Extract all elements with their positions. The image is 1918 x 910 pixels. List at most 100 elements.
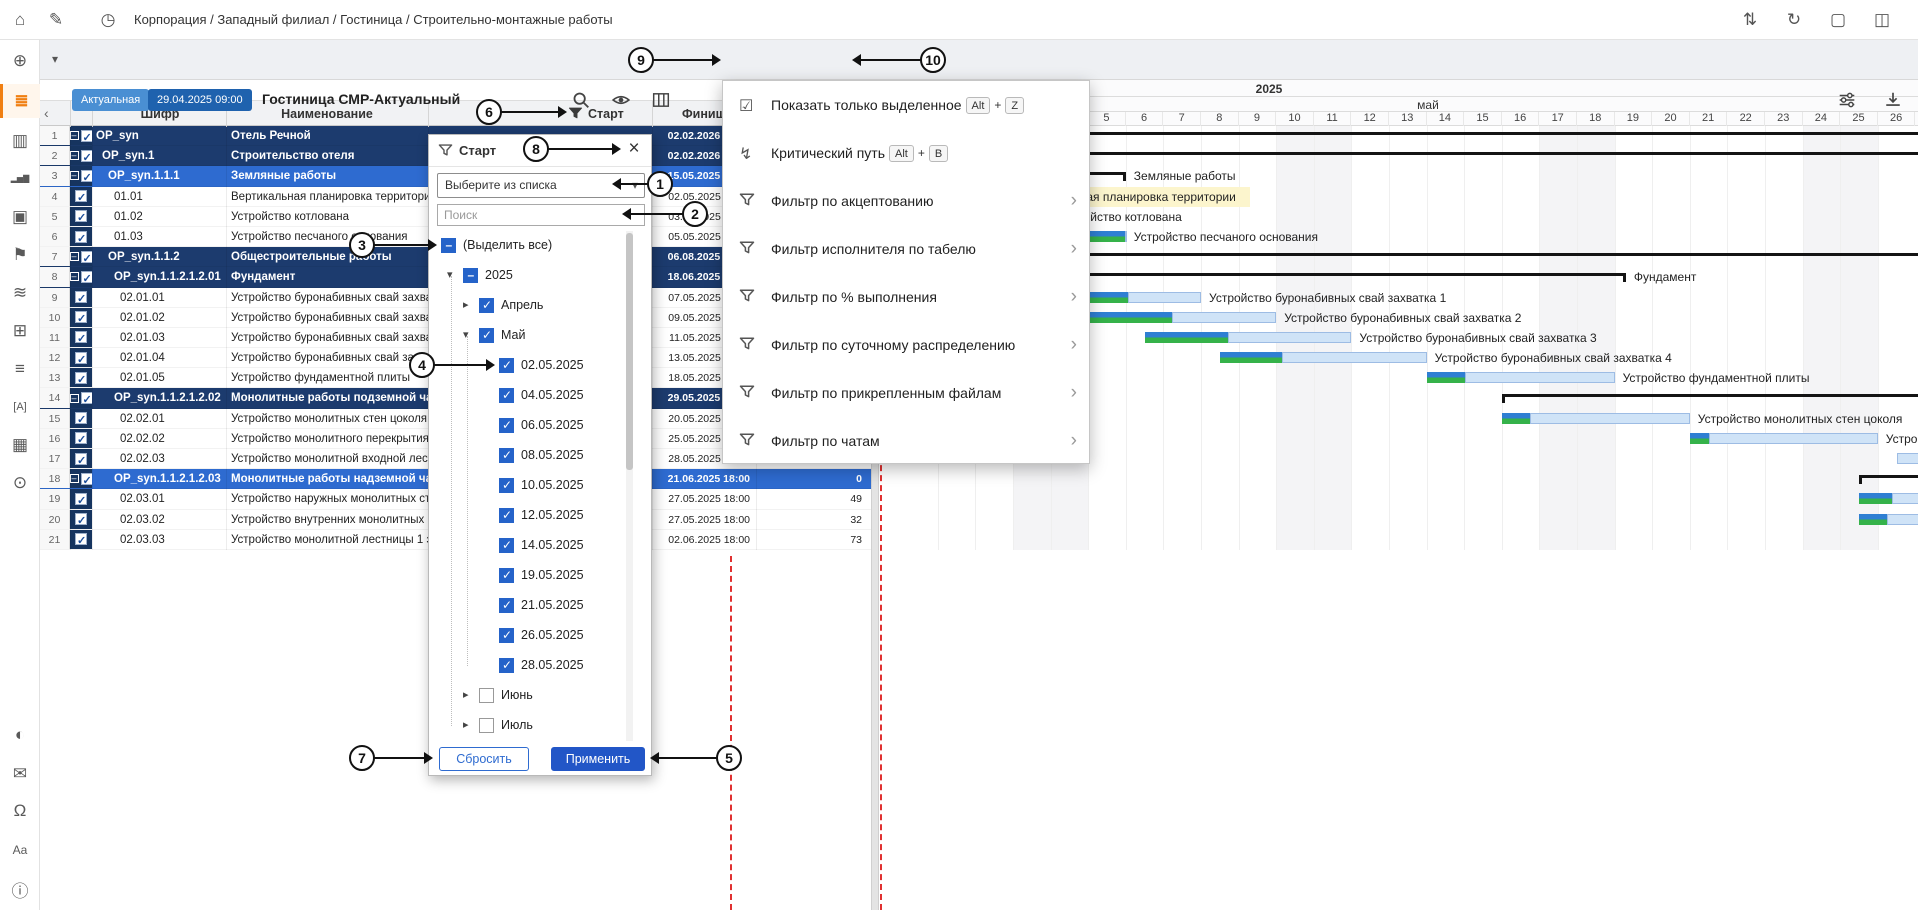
task-bar[interactable] [1220, 352, 1427, 363]
collapse-toggle-icon[interactable]: – [70, 252, 79, 261]
collapse-toggle-icon[interactable]: – [70, 394, 79, 403]
tree-checkbox[interactable] [479, 328, 494, 343]
collapse-toggle-icon[interactable]: – [70, 272, 79, 281]
tree-item[interactable]: 28.05.2025 [437, 651, 645, 681]
menu-item[interactable]: Фильтр исполнителя по табелю› [723, 225, 1089, 273]
board-icon[interactable]: ▥ [0, 124, 40, 158]
tree-item[interactable]: 06.05.2025 [437, 411, 645, 441]
row-checkbox[interactable] [75, 453, 87, 465]
tree-item[interactable]: 26.05.2025 [437, 621, 645, 651]
task-bar[interactable] [1145, 332, 1352, 343]
columns-icon[interactable] [652, 91, 670, 109]
row-checkbox[interactable] [75, 311, 87, 323]
row-checkbox[interactable] [81, 150, 93, 162]
close-icon[interactable]: × [623, 138, 645, 160]
home-icon[interactable]: ⌂ [10, 10, 30, 30]
globe-icon[interactable]: ⊕ [0, 44, 40, 78]
row-checkbox[interactable] [81, 251, 93, 263]
row-checkbox[interactable] [81, 392, 93, 404]
tree-item[interactable]: ▸Июнь [437, 681, 645, 711]
summary-bar[interactable] [1502, 394, 1918, 397]
comments-icon[interactable]: ✉ [0, 757, 40, 791]
eye-icon[interactable] [612, 91, 630, 109]
tree-item[interactable]: 10.05.2025 [437, 471, 645, 501]
chevron-down-icon[interactable]: ▾ [52, 52, 58, 66]
task-bar[interactable] [1859, 493, 1918, 504]
collapse-arrow-icon[interactable]: ▸ [463, 688, 469, 701]
breadcrumb[interactable]: Корпорация / Западный филиал / Гостиница… [134, 12, 613, 27]
tree-checkbox[interactable] [499, 568, 514, 583]
history-icon[interactable]: ◷ [98, 10, 118, 30]
refresh-icon[interactable]: ↻ [1784, 10, 1804, 30]
swap-vertical-icon[interactable]: ⇅ [1740, 10, 1760, 30]
row-checkbox[interactable] [81, 473, 93, 485]
tree-item[interactable]: 08.05.2025 [437, 441, 645, 471]
window-icon[interactable]: ▢ [1828, 10, 1848, 30]
sliders-icon[interactable] [1838, 91, 1856, 109]
task-bar[interactable] [1690, 433, 1878, 444]
summary-bar[interactable] [994, 253, 1918, 256]
tree-checkbox[interactable] [499, 628, 514, 643]
calendar-icon[interactable]: ▦ [0, 428, 40, 462]
task-bar[interactable] [1502, 413, 1690, 424]
collapse-toggle-icon[interactable]: – [70, 474, 79, 483]
tree-item[interactable]: ▸Июль [437, 711, 645, 741]
gantt-view-icon[interactable]: ≣ [0, 84, 40, 118]
menu-item[interactable]: ☑Показать только выделенноеAlt+Z [723, 81, 1089, 129]
task-bar[interactable] [1859, 514, 1918, 525]
row-checkbox[interactable] [81, 271, 93, 283]
summary-bar[interactable] [1859, 475, 1918, 478]
attributes-icon[interactable]: [A] [0, 390, 40, 424]
menu-item[interactable]: Фильтр по чатам› [723, 417, 1089, 465]
reports-icon[interactable]: ▣ [0, 200, 40, 234]
collapse-toggle-icon[interactable]: – [70, 171, 79, 180]
tree-checkbox[interactable] [479, 298, 494, 313]
tree-item[interactable]: 04.05.2025 [437, 381, 645, 411]
tree-checkbox[interactable] [499, 598, 514, 613]
tree-checkbox[interactable] [499, 388, 514, 403]
menu-item[interactable]: Фильтр по акцептованию› [723, 177, 1089, 225]
row-checkbox[interactable] [75, 352, 87, 364]
row-checkbox[interactable] [81, 170, 93, 182]
chart-icon[interactable]: ▂▅▇ [0, 162, 40, 196]
tree-item[interactable]: ▸Апрель [437, 291, 645, 321]
tree-checkbox[interactable] [499, 358, 514, 373]
expand-arrow-icon[interactable]: ▾ [463, 328, 469, 341]
resources-icon[interactable]: ≋ [0, 276, 40, 310]
row-checkbox[interactable] [75, 493, 87, 505]
row-checkbox[interactable] [75, 210, 87, 222]
flag-icon[interactable]: ⚑ [0, 238, 40, 272]
collapse-arrow-icon[interactable]: ▸ [463, 718, 469, 731]
tree-checkbox[interactable] [499, 448, 514, 463]
tree-checkbox[interactable] [499, 508, 514, 523]
menu-item[interactable]: ↯Критический путьAlt+B [723, 129, 1089, 177]
popup-scrollbar-thumb[interactable] [626, 233, 633, 470]
row-checkbox[interactable] [75, 231, 87, 243]
task-bar[interactable] [1069, 312, 1276, 323]
export-icon[interactable] [1884, 91, 1902, 109]
tree-item[interactable]: 12.05.2025 [437, 501, 645, 531]
tree-checkbox[interactable] [499, 418, 514, 433]
collapse-arrow-icon[interactable]: ▸ [463, 298, 469, 311]
row-checkbox[interactable] [75, 331, 87, 343]
tree-checkbox[interactable] [479, 718, 494, 733]
data-icon[interactable]: ≡ [0, 352, 40, 386]
menu-item[interactable]: Фильтр по прикрепленным файлам› [723, 369, 1089, 417]
task-bar[interactable] [1427, 372, 1615, 383]
select-all-checkbox[interactable] [441, 238, 456, 253]
collapse-toggle-icon[interactable]: – [70, 131, 79, 140]
theme-icon[interactable]: ◐ [0, 718, 40, 752]
search-icon[interactable] [572, 91, 590, 109]
tree-checkbox[interactable] [463, 268, 478, 283]
task-bar[interactable] [1897, 453, 1918, 464]
row-checkbox[interactable] [75, 190, 87, 202]
language-icon[interactable]: Aа [0, 833, 40, 867]
collapse-toggle-icon[interactable]: – [70, 151, 79, 160]
tree-item[interactable]: 14.05.2025 [437, 531, 645, 561]
row-checkbox[interactable] [75, 291, 87, 303]
tree-item[interactable]: ▾Май [437, 321, 645, 351]
notifications-icon[interactable]: Ω [0, 794, 40, 828]
row-checkbox[interactable] [75, 432, 87, 444]
edit-icon[interactable]: ✎ [46, 10, 66, 30]
tree-item[interactable]: ▾2025 [437, 261, 645, 291]
